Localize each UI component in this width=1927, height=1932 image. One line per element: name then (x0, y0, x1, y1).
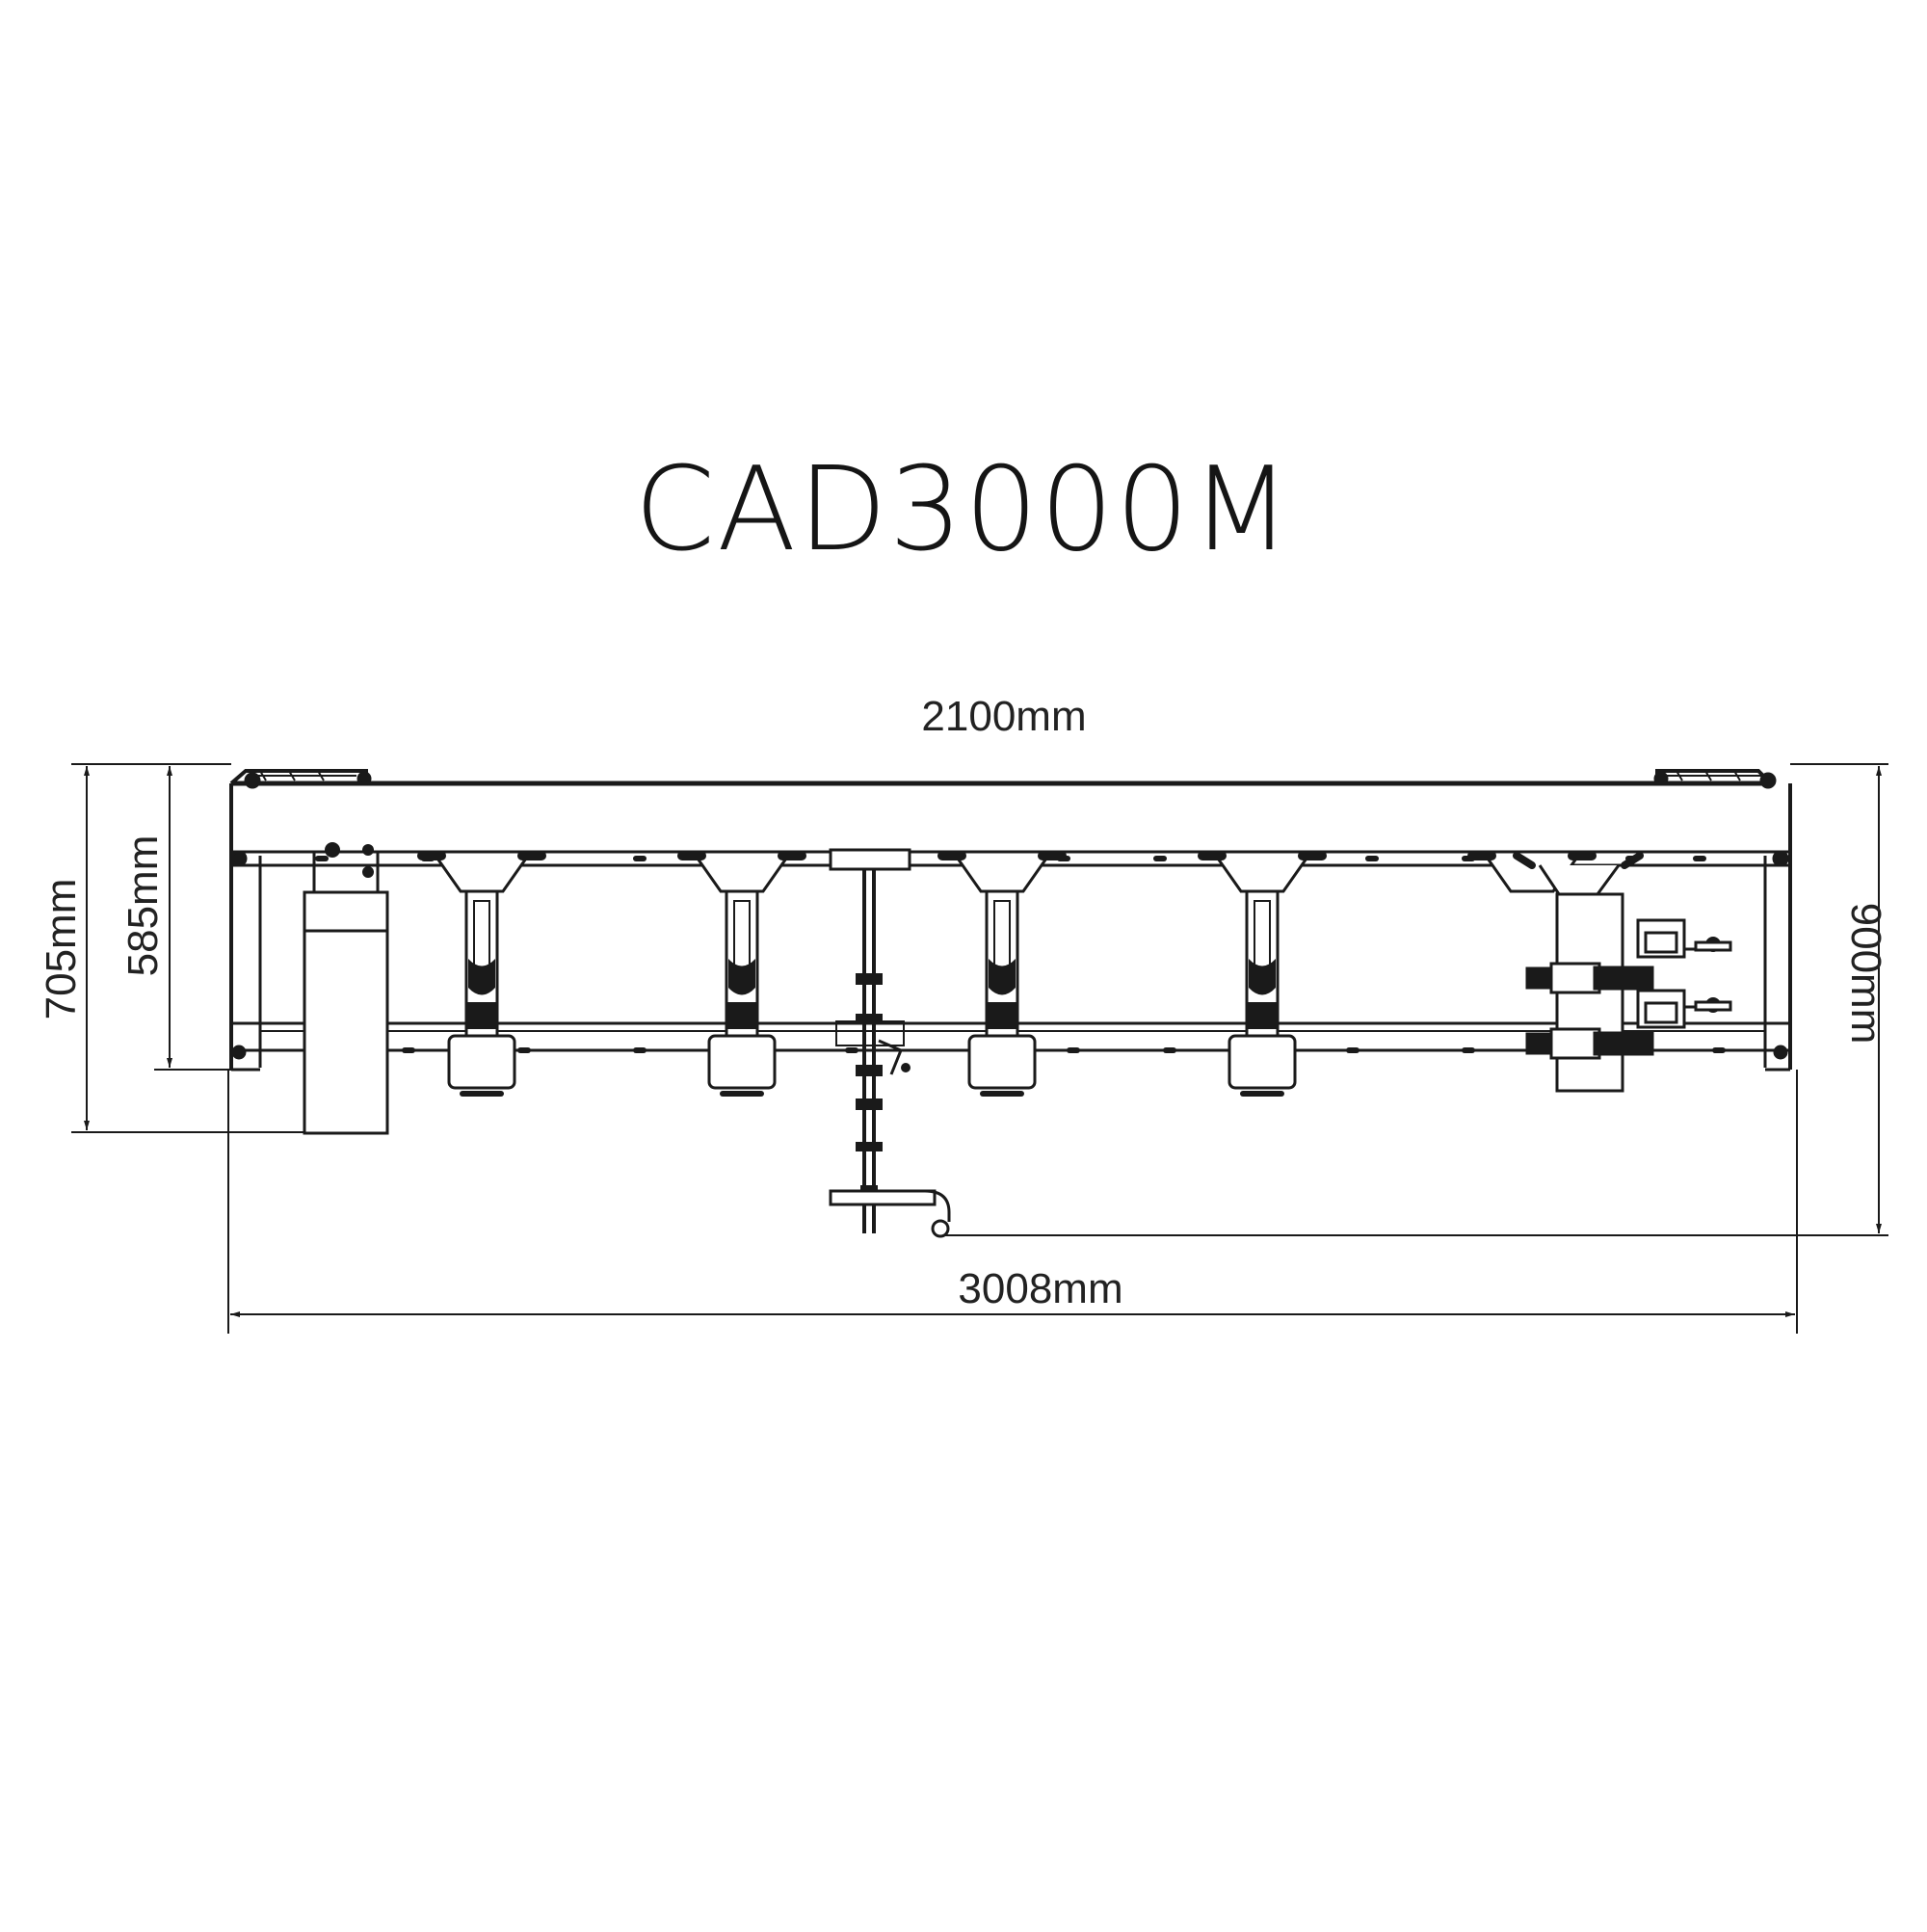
clamp-unit (1198, 851, 1327, 1097)
top-width-label: 2100mm (921, 693, 1086, 740)
clamp-unit (417, 851, 546, 1097)
left-inner-height-label: 585mm (119, 835, 167, 977)
overall-width-label: 3008mm (958, 1265, 1122, 1312)
clamp-group (417, 851, 1597, 1097)
left-outer-height-label: 705mm (38, 879, 85, 1020)
drawing-title: CAD3000M (634, 443, 1293, 577)
clamp-unit (677, 851, 806, 1097)
left-column-block (303, 842, 389, 1135)
right-height-label: 900mm (1842, 903, 1889, 1045)
valve-assembly (1513, 852, 1732, 1093)
center-spindle (829, 848, 951, 1238)
clamp-unit (937, 851, 1067, 1097)
dimension-lines (71, 763, 1888, 1334)
